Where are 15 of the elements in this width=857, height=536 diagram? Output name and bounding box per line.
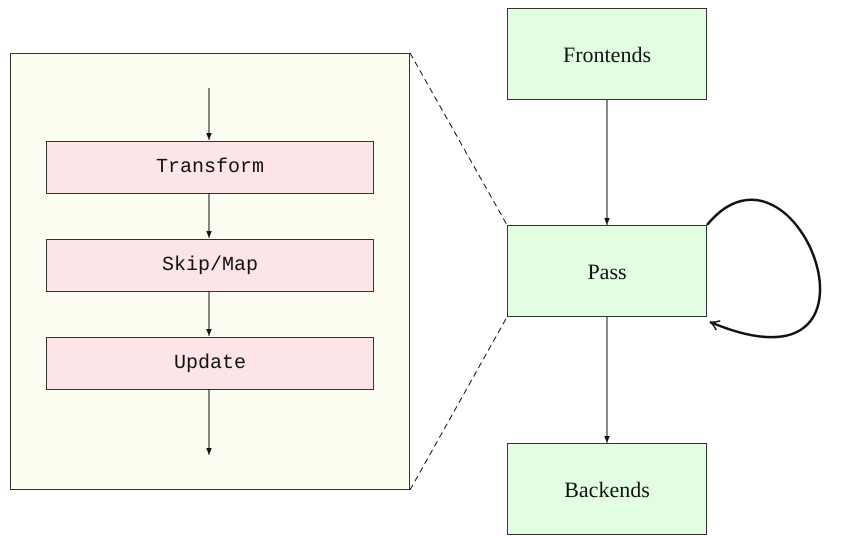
arrow [206, 88, 212, 140]
arrow [604, 100, 610, 226]
process-box: Backends [507, 443, 707, 535]
process-box: Pass [507, 225, 707, 317]
process-box: Skip/Map [46, 239, 374, 292]
arrow [604, 316, 610, 444]
zoom-line [410, 316, 508, 490]
process-box: Transform [46, 141, 374, 194]
panel-box [10, 53, 410, 490]
zoom-line [410, 52, 508, 226]
arrow [206, 290, 212, 336]
arrow [206, 388, 212, 456]
process-box: Frontends [507, 8, 707, 100]
process-box: Update [46, 337, 374, 390]
arrow [206, 192, 212, 238]
